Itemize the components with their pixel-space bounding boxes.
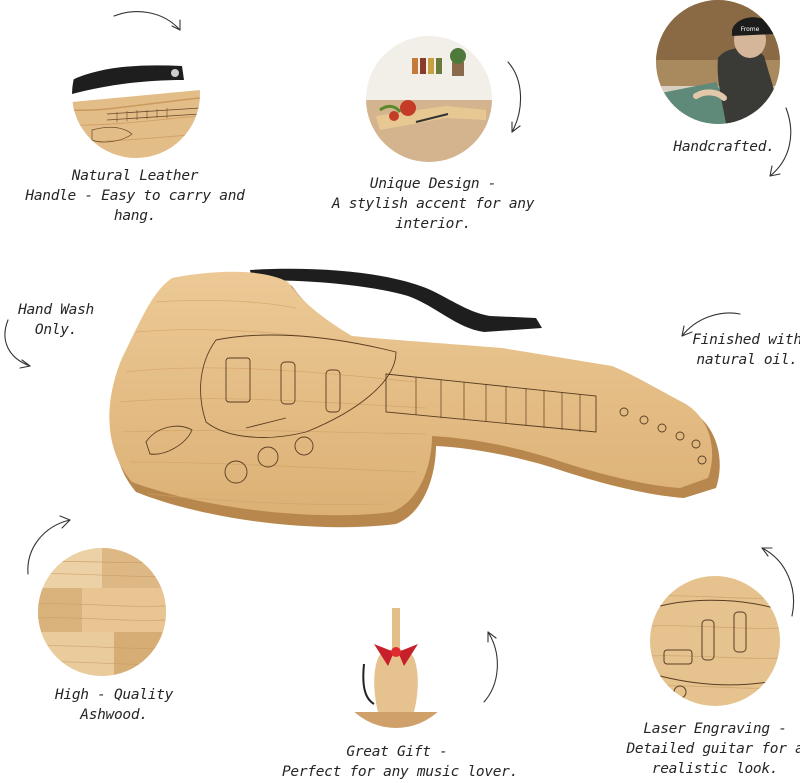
natural-oil-caption: Finished with natural oil. — [692, 332, 800, 368]
handcrafted-caption: Handcrafted. — [673, 139, 775, 155]
hand-wash-caption: Hand Wash Only. — [18, 302, 94, 338]
arrow-ashwood-icon — [27, 515, 71, 575]
cap-brand-text: Frome — [741, 26, 760, 33]
arrow-gift-icon — [483, 631, 498, 703]
great-gift-caption: Great Gift - Perfect for any music lover… — [282, 744, 519, 780]
guitar-cutting-board — [96, 262, 736, 536]
leather-handle-caption: Natural Leather Handle - Easy to carry a… — [25, 168, 245, 224]
kitchen-scene-photo — [366, 36, 492, 162]
ashwood-caption: High - Quality Ashwood. — [54, 687, 174, 723]
arrow-oil-icon — [681, 312, 741, 337]
arrow-handcrafted-icon — [769, 107, 792, 177]
laser-engraving-caption: Laser Engraving - Detailed guitar for a … — [626, 721, 800, 777]
gift-photo — [334, 604, 458, 728]
unique-design-caption: Unique Design - A stylish accent for any… — [331, 176, 535, 232]
arrow-design-icon — [507, 61, 522, 133]
arrow-wash-icon — [4, 319, 31, 369]
craftsman-photo: Frome — [656, 0, 780, 124]
arrow-laser-icon — [761, 547, 795, 617]
leather-handle-photo — [72, 30, 200, 158]
arrow-leather-icon — [113, 11, 181, 31]
